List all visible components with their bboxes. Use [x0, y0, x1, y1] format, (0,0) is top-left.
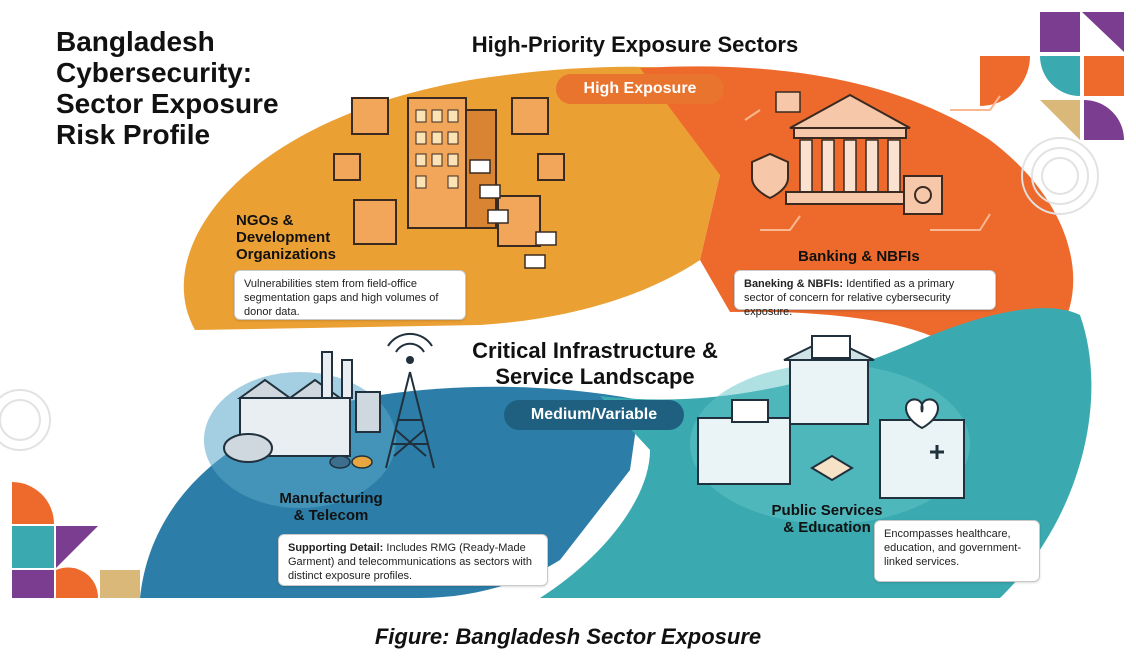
top-heading: High-Priority Exposure Sectors	[471, 32, 799, 57]
page-title: Bangladesh Cybersecurity: Sector Exposur…	[56, 26, 356, 150]
factory-and-tower-illustration	[204, 332, 435, 508]
office-buildings-illustration	[333, 97, 565, 269]
banking-detail-text: Identified as a primary sector of concer…	[744, 278, 955, 318]
title-line: Risk Profile	[56, 119, 211, 150]
manufacturing-detail-lead: Supporting Detail:	[288, 542, 384, 554]
middle-heading: Critical Infrastructure & Service Landsc…	[440, 338, 750, 390]
label-line: & Telecom	[293, 507, 369, 524]
title-line: Sector Exposure	[56, 88, 279, 119]
heading-line: Service Landscape	[495, 364, 695, 389]
public-buildings-illustration	[690, 335, 970, 524]
medium-variable-pill: Medium/Variable	[504, 400, 684, 430]
banking-detail-lead: Baneking & NBFIs:	[744, 278, 844, 290]
manufacturing-sector-label: Manufacturing & Telecom	[266, 490, 396, 524]
decorative-tiles-bottom-left	[0, 389, 140, 598]
figure-caption: Figure: Bangladesh Sector Exposure	[374, 624, 762, 649]
label-line: Manufacturing	[279, 490, 383, 507]
public-services-detail-text: Encompasses healthcare, education, and g…	[884, 528, 1021, 568]
label-line: NGOs &	[236, 212, 294, 229]
decorative-tiles-top-right	[980, 12, 1124, 215]
bank-building-illustration	[744, 91, 1001, 231]
banking-detail-card: Baneking & NBFIs: Identified as a primar…	[734, 270, 996, 318]
title-line: Cybersecurity:	[56, 57, 253, 88]
label-line: & Education	[783, 519, 871, 536]
public-services-sector-label: Public Services & Education	[752, 502, 902, 536]
title-line: Bangladesh	[56, 26, 215, 57]
heading-line: Critical Infrastructure &	[472, 338, 718, 363]
banking-sector-label: Banking & NBFIs	[798, 248, 920, 265]
manufacturing-detail-text: Includes RMG (Ready-Made Garment) and te…	[288, 542, 532, 582]
label-line: Development	[236, 229, 331, 246]
label-line: Public Services	[771, 502, 883, 519]
high-exposure-pill: High Exposure	[556, 74, 724, 104]
manufacturing-detail-card: Supporting Detail: Includes RMG (Ready-M…	[278, 534, 548, 586]
label-line: Organizations	[236, 246, 337, 263]
public-services-detail-card: Encompasses healthcare, education, and g…	[874, 520, 1040, 582]
ngo-detail-text: Vulnerabilities stem from field-office s…	[244, 278, 439, 318]
ngo-detail-card: Vulnerabilities stem from field-office s…	[234, 270, 466, 320]
ngo-sector-label: NGOs & Development Organizations	[236, 212, 396, 263]
